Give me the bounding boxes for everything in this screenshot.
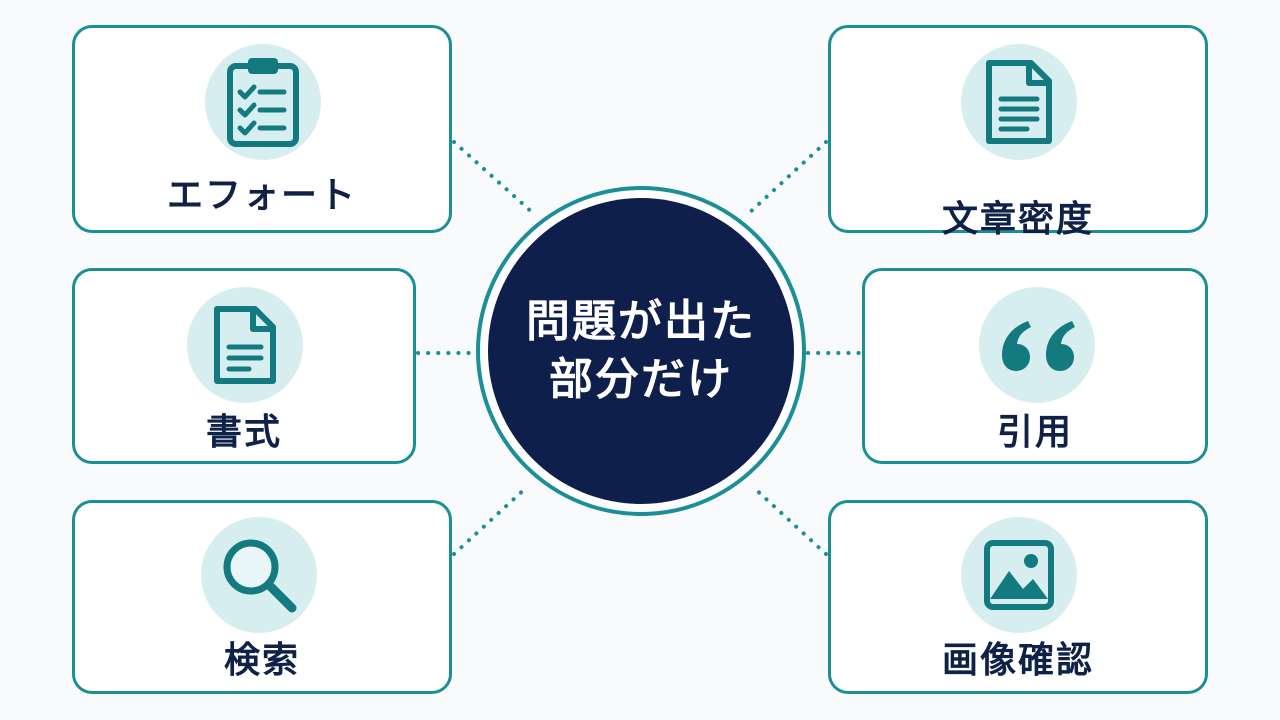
card-label-image: 画像確認 [941,640,1094,681]
magnifier-icon [201,517,317,633]
card-label-search: 検索 [223,640,300,681]
quote-icon [979,287,1095,403]
hub-text-line-1: 問題が出た [526,296,756,347]
card-label-quote: 引用 [996,412,1073,453]
card-label-effort: エフォート [166,175,357,216]
document-icon [187,287,303,403]
card-image: 画像確認 [828,500,1208,694]
card-format: 書式 [72,268,416,464]
clipboard-checklist-icon [205,44,321,160]
hub-text-line-2: 部分だけ [549,354,733,405]
text-document-icon [961,44,1077,160]
card-density: 文章密度 [828,25,1208,240]
card-label-format: 書式 [205,412,282,453]
connector-search [452,484,530,556]
hub-inner: 問題が出た 部分だけ [488,198,794,504]
card-effort: エフォート [72,25,452,233]
card-search: 検索 [72,500,452,694]
connector-effort [452,140,536,216]
hub-circle: 問題が出た 部分だけ [476,186,806,516]
image-icon [961,517,1077,633]
connector-image [750,484,828,556]
card-label-density: 文章密度 [941,199,1094,240]
card-quote: 引用 [862,268,1208,464]
connector-density [746,140,828,216]
